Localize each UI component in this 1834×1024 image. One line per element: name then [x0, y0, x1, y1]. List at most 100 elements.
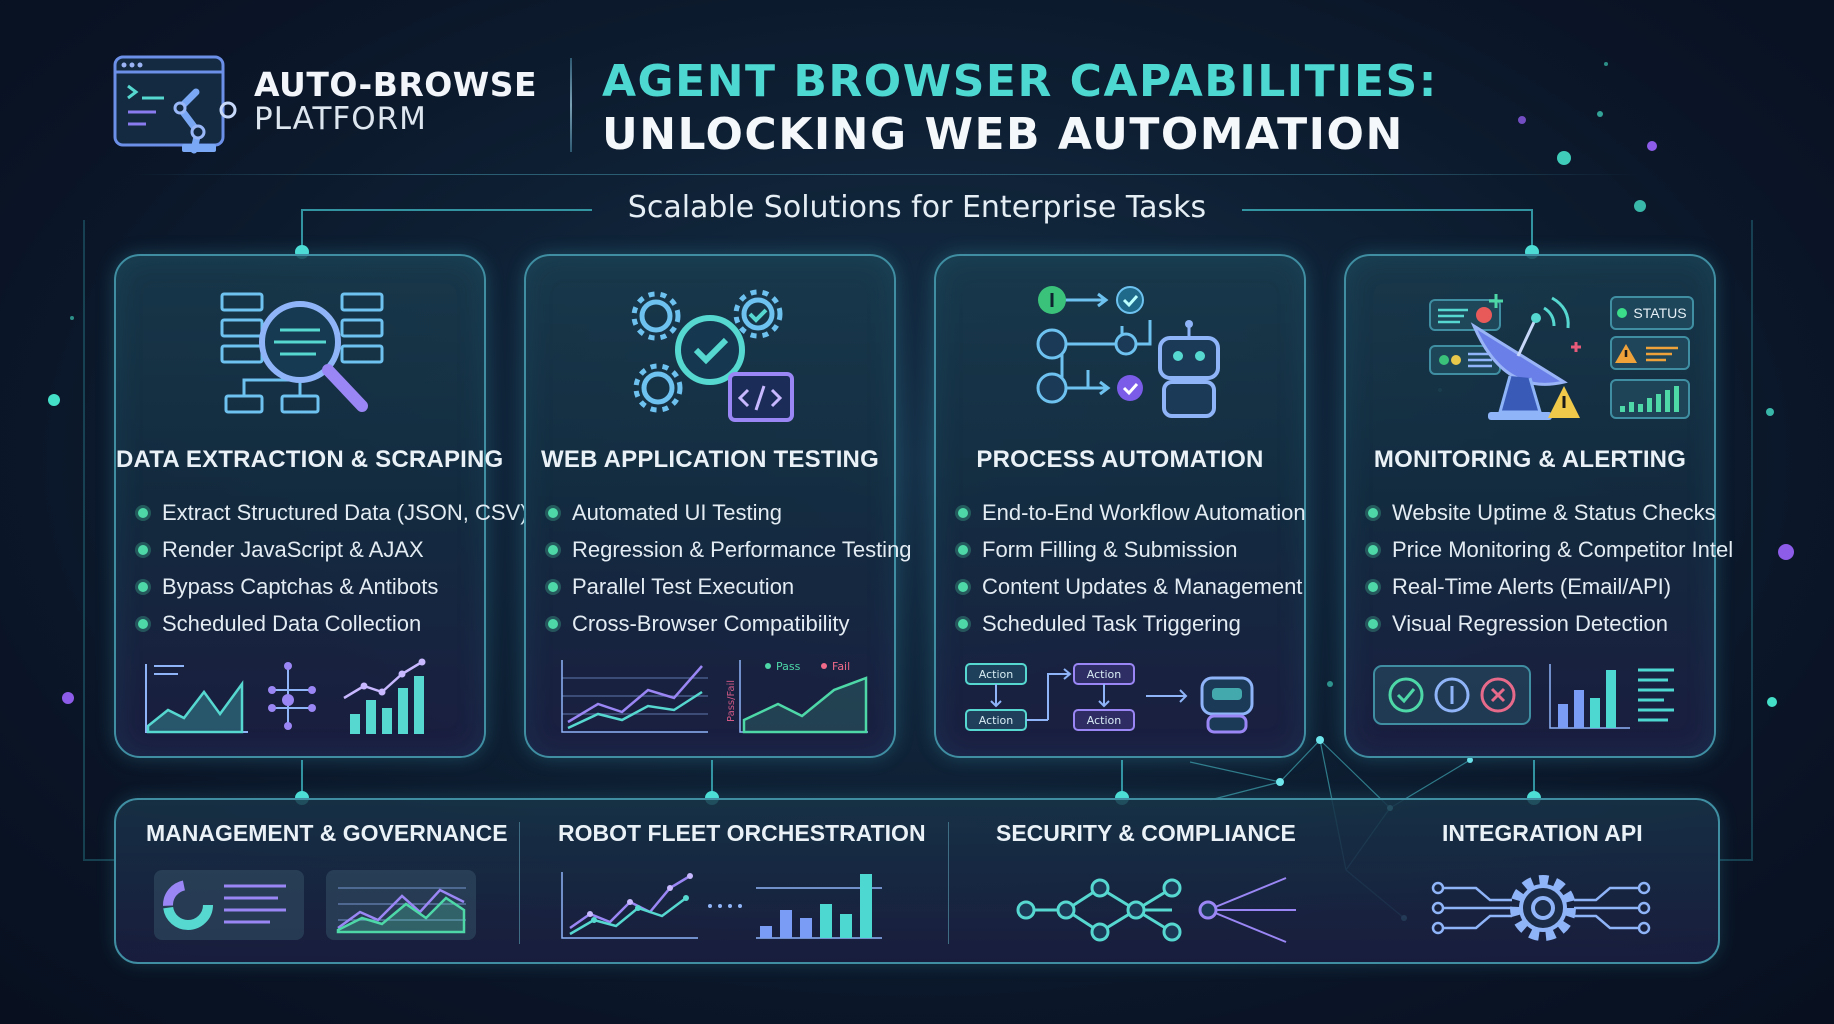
list-item-label: Cross-Browser Compatibility: [572, 611, 850, 636]
flow-node-label: Action: [979, 668, 1013, 681]
status-dot-icon: [1617, 308, 1628, 318]
list-item: Content Updates & Management: [958, 568, 1306, 605]
status-label: STATUS: [1633, 305, 1687, 321]
flow-node-label: Action: [979, 714, 1013, 727]
browser-robot-arm-icon: [113, 55, 237, 154]
test-charts-illustration: Pass Fail Pass/Fail: [561, 660, 868, 734]
bullet-icon: [1368, 581, 1378, 592]
feature-list: Website Uptime & Status Checks Price Mon…: [1368, 494, 1733, 642]
bullet-icon: [958, 507, 968, 518]
brand-line-2: PLATFORM: [254, 100, 427, 137]
list-item: Parallel Test Execution: [548, 568, 912, 605]
bullet-icon: [548, 618, 558, 629]
api-gear-icon: [1431, 875, 1651, 941]
bullet-icon: [138, 507, 148, 518]
list-item: Website Uptime & Status Checks: [1368, 494, 1733, 531]
bullet-icon: [548, 544, 558, 555]
list-item-label: Real-Time Alerts (Email/API): [1392, 574, 1672, 599]
card-title: DATA EXTRACTION & SCRAPING: [116, 446, 504, 473]
list-item: Form Filling & Submission: [958, 531, 1306, 568]
list-item-label: Scheduled Task Triggering: [982, 611, 1241, 636]
chart-legend-pass: Pass: [776, 660, 801, 673]
title-line-1: AGENT BROWSER CAPABILITIES:: [602, 56, 1438, 107]
list-item-label: Parallel Test Execution: [572, 574, 795, 599]
list-item: End-to-End Workflow Automation: [958, 494, 1306, 531]
feature-list: Automated UI Testing Regression & Perfor…: [548, 494, 912, 642]
page-subtitle: Scalable Solutions for Enterprise Tasks: [627, 190, 1207, 225]
chart-legend-fail: Fail: [832, 660, 850, 673]
list-item: Regression & Performance Testing: [548, 531, 912, 568]
list-item: Render JavaScript & AJAX: [138, 531, 528, 568]
list-item-label: Content Updates & Management: [982, 574, 1303, 599]
list-item: Extract Structured Data (JSON, CSV): [138, 494, 528, 531]
status-badge: STATUS: [1610, 296, 1694, 330]
section-divider: [519, 822, 520, 944]
workflow-robot-icon: [1036, 286, 1220, 418]
alert-panels-icon: [1610, 336, 1690, 419]
governance-dashboard-icon: [154, 870, 476, 940]
dish-antenna-icon: [1470, 294, 1581, 420]
monitoring-widgets-illustration: [1373, 664, 1674, 729]
chart-y-axis-label: Pass/Fail: [726, 680, 737, 722]
list-item-label: Regression & Performance Testing: [572, 537, 912, 562]
magnifier-document-icon: [220, 292, 384, 414]
flow-node-label: Action: [1087, 668, 1121, 681]
bullet-icon: [958, 581, 968, 592]
list-item-label: Visual Regression Detection: [1392, 611, 1668, 636]
bullet-icon: [958, 618, 968, 629]
card-process-automation: PROCESS AUTOMATION End-to-End Workflow A…: [934, 254, 1306, 758]
flow-node-label: Action: [1087, 714, 1121, 727]
section-title: MANAGEMENT & GOVERNANCE: [146, 820, 508, 846]
list-item: Scheduled Data Collection: [138, 605, 528, 642]
list-item: Real-Time Alerts (Email/API): [1368, 568, 1733, 605]
feature-list: End-to-End Workflow Automation Form Fill…: [958, 494, 1306, 642]
card-web-testing: WEB APPLICATION TESTING Automated UI Tes…: [524, 254, 912, 758]
page-title: AGENT BROWSER CAPABILITIES: UNLOCKING WE…: [602, 56, 1438, 160]
gears-code-icon: [631, 289, 794, 422]
card-monitoring: STATUS MONITORING & ALERTING Website Upt…: [1344, 254, 1733, 758]
card-title: WEB APPLICATION TESTING: [541, 446, 879, 473]
list-item: Bypass Captchas & Antibots: [138, 568, 528, 605]
list-item-label: Extract Structured Data (JSON, CSV): [162, 500, 528, 525]
brand-name: AUTO-BROWSE PLATFORM: [254, 67, 537, 137]
list-item: Scheduled Task Triggering: [958, 605, 1306, 642]
title-line-2: UNLOCKING WEB AUTOMATION: [602, 109, 1404, 160]
list-item-label: Form Filling & Submission: [982, 537, 1238, 562]
list-item: Automated UI Testing: [548, 494, 912, 531]
data-charts-illustration: [145, 658, 426, 734]
bullet-icon: [138, 581, 148, 592]
section-title: INTEGRATION API: [1442, 820, 1643, 846]
section-security: SECURITY & COMPLIANCE: [996, 820, 1326, 950]
list-item-label: Automated UI Testing: [572, 500, 782, 525]
list-item-label: Bypass Captchas & Antibots: [162, 574, 439, 599]
section-management: MANAGEMENT & GOVERNANCE: [146, 820, 516, 950]
bullet-icon: [1368, 544, 1378, 555]
list-item-label: Render JavaScript & AJAX: [162, 537, 424, 562]
bullet-icon: [138, 544, 148, 555]
card-data-extraction: DATA EXTRACTION & SCRAPING Extract Struc…: [114, 254, 528, 758]
platform-services-bar: MANAGEMENT & GOVERNANCE ROBOT FLEET ORCH…: [114, 798, 1720, 964]
list-item-label: Price Monitoring & Competitor Intel: [1392, 537, 1734, 562]
card-title: MONITORING & ALERTING: [1373, 446, 1687, 473]
section-title: SECURITY & COMPLIANCE: [996, 820, 1296, 846]
bullet-icon: [958, 544, 968, 555]
feature-list: Extract Structured Data (JSON, CSV) Rend…: [138, 494, 528, 642]
section-integration-api: INTEGRATION API: [1431, 820, 1702, 950]
list-item: Cross-Browser Compatibility: [548, 605, 912, 642]
fleet-charts-icon: [561, 872, 882, 939]
list-item: Visual Regression Detection: [1368, 605, 1733, 642]
list-item: Price Monitoring & Competitor Intel: [1368, 531, 1733, 568]
list-item-label: Scheduled Data Collection: [162, 611, 422, 636]
header-divider: [570, 58, 572, 152]
list-item-label: Website Uptime & Status Checks: [1392, 500, 1716, 525]
bullet-icon: [548, 507, 558, 518]
bullet-icon: [138, 618, 148, 629]
bullet-icon: [1368, 507, 1378, 518]
bullet-icon: [548, 581, 558, 592]
header-rule: [130, 174, 1640, 175]
section-title: ROBOT FLEET ORCHESTRATION: [558, 820, 926, 846]
list-item-label: End-to-End Workflow Automation: [982, 500, 1306, 525]
action-flow-illustration: Action Action Action Action: [965, 663, 1254, 734]
section-divider: [948, 822, 949, 944]
card-title: PROCESS AUTOMATION: [976, 446, 1264, 473]
